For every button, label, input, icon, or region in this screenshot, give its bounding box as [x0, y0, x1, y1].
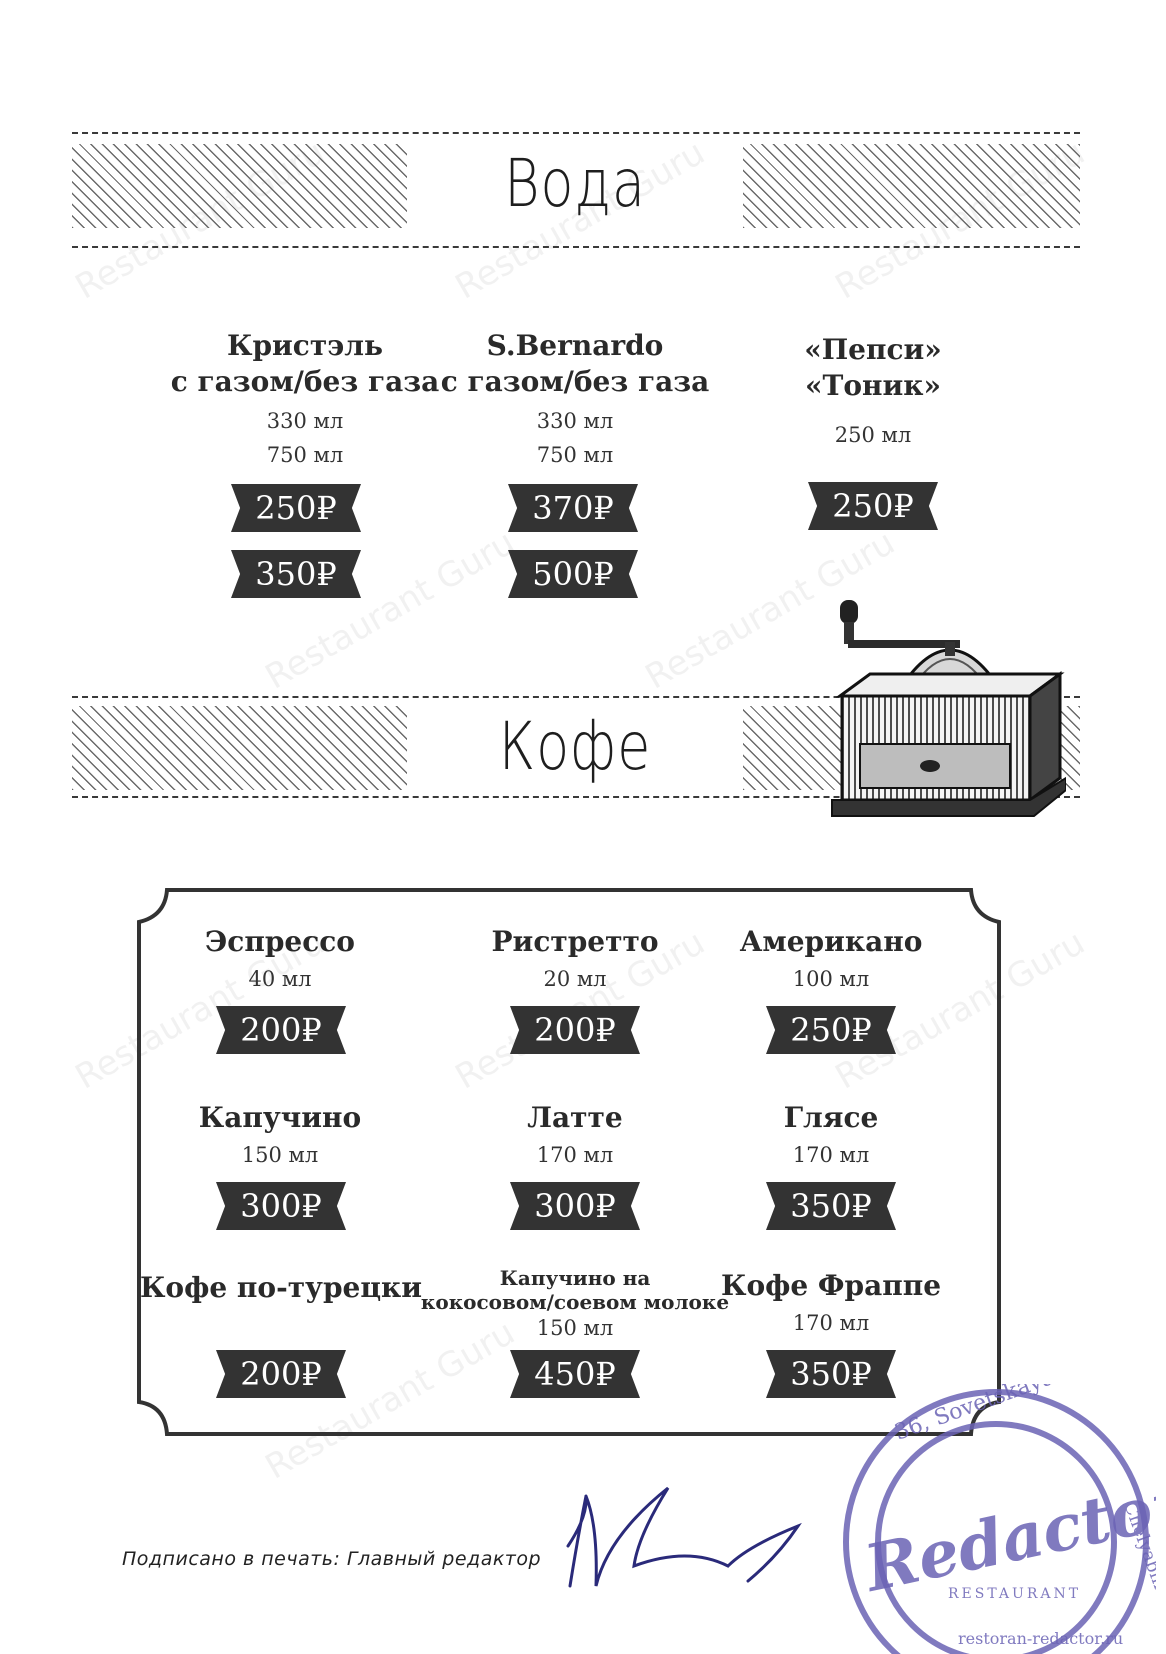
- item-volume: 150 мл: [241, 1143, 319, 1167]
- price-tag: 200₽: [216, 1350, 346, 1398]
- item-name: Ристретто: [491, 925, 659, 958]
- menu-item-ristretto: Ристретто 20 мл: [425, 924, 725, 996]
- hatch-decoration: [72, 706, 407, 790]
- divider: [72, 696, 1080, 698]
- menu-item-glace: Глясе 170 мл: [681, 1100, 981, 1172]
- item-volume: 330 мл: [536, 409, 614, 433]
- price-tag: 500₽: [508, 550, 638, 598]
- menu-item-frappe: Кофе Фраппе 170 мл: [681, 1268, 981, 1340]
- item-name: с газом/без газа: [170, 365, 440, 398]
- menu-item-cappuccino: Капучино 150 мл: [130, 1100, 430, 1172]
- item-volume: 170 мл: [792, 1143, 870, 1167]
- menu-item-latte: Латте 170 мл: [425, 1100, 725, 1172]
- coffee-grinder-illustration: [831, 600, 1066, 817]
- menu-item-turkish-coffee: Кофе по-турецки: [126, 1270, 436, 1306]
- price-tag: 300₽: [216, 1182, 346, 1230]
- item-volume: 330 мл: [266, 409, 344, 433]
- stamp-sub: RESTAURANT: [948, 1586, 1081, 1602]
- item-volume: 170 мл: [792, 1311, 870, 1335]
- hatch-decoration: [743, 144, 1080, 228]
- item-volume: 40 мл: [248, 967, 312, 991]
- stamp-address: 36, Sovetskaya St.: [892, 1384, 1094, 1446]
- item-name: «Тоник»: [805, 369, 941, 402]
- price-tag: 350₽: [231, 550, 361, 598]
- price-tag: 350₽: [766, 1182, 896, 1230]
- menu-item-americano: Американо 100 мл: [681, 924, 981, 996]
- price-tag: 200₽: [216, 1006, 346, 1054]
- item-name: кокосовом/соевом молоке: [420, 1290, 730, 1314]
- item-volume: 150 мл: [536, 1316, 614, 1340]
- price-tag: 250₽: [766, 1006, 896, 1054]
- menu-item-cristal: Кристэль с газом/без газа 330 мл 750 мл: [155, 328, 455, 472]
- section-title-coffee: Кофе: [498, 708, 652, 785]
- item-name: Эспрессо: [205, 925, 355, 958]
- coffee-menu-frame: [137, 888, 1001, 1436]
- price-tag: 200₽: [510, 1006, 640, 1054]
- price-tag: 250₽: [808, 482, 938, 530]
- item-name: S.Bernardo: [486, 329, 664, 362]
- menu-item-espresso: Эспрессо 40 мл: [130, 924, 430, 996]
- item-volume: 20 мл: [543, 967, 607, 991]
- item-volume: 250 мл: [834, 423, 912, 447]
- item-name: Кофе Фраппе: [720, 1269, 942, 1302]
- item-volume: 100 мл: [792, 967, 870, 991]
- item-volume: 170 мл: [536, 1143, 614, 1167]
- item-name: Кристэль: [226, 329, 383, 362]
- divider: [72, 132, 1080, 134]
- item-name: Американо: [739, 925, 923, 958]
- watermark-text: Restaurant Guru: [258, 522, 522, 698]
- price-tag: 370₽: [508, 484, 638, 532]
- price-tag: 250₽: [231, 484, 361, 532]
- divider: [72, 246, 1080, 248]
- item-volume: 750 мл: [266, 443, 344, 467]
- price-tag: 450₽: [510, 1350, 640, 1398]
- restaurant-stamp: 36, Sovetskaya St. Redactor RESTAURANT r…: [843, 1384, 1156, 1654]
- menu-item-cappuccino-plant-milk: Капучино на кокосовом/соевом молоке 150 …: [420, 1266, 730, 1342]
- item-name: Капучино на: [499, 1266, 651, 1290]
- menu-item-sbernardo: S.Bernardo с газом/без газа 330 мл 750 м…: [425, 328, 725, 472]
- item-name: с газом/без газа: [440, 365, 710, 398]
- item-name: Глясе: [783, 1101, 879, 1134]
- divider: [72, 796, 1080, 798]
- item-volume: 750 мл: [536, 443, 614, 467]
- price-tag: 300₽: [510, 1182, 640, 1230]
- item-name: Кофе по-турецки: [139, 1271, 423, 1304]
- item-name: «Пепси»: [804, 333, 942, 366]
- footer-signed-text: Подписано в печать: Главный редактор: [122, 1548, 542, 1570]
- item-name: Латте: [527, 1101, 623, 1134]
- item-name: Капучино: [198, 1101, 362, 1134]
- section-title-water: Вода: [504, 145, 646, 222]
- stamp-site: restoran-redactor.ru: [958, 1629, 1123, 1648]
- signature: [566, 1486, 802, 1588]
- price-tag: 350₽: [766, 1350, 896, 1398]
- menu-item-pepsi-tonic: «Пепси» «Тоник» 250 мл: [723, 332, 1023, 452]
- hatch-decoration: [72, 144, 407, 228]
